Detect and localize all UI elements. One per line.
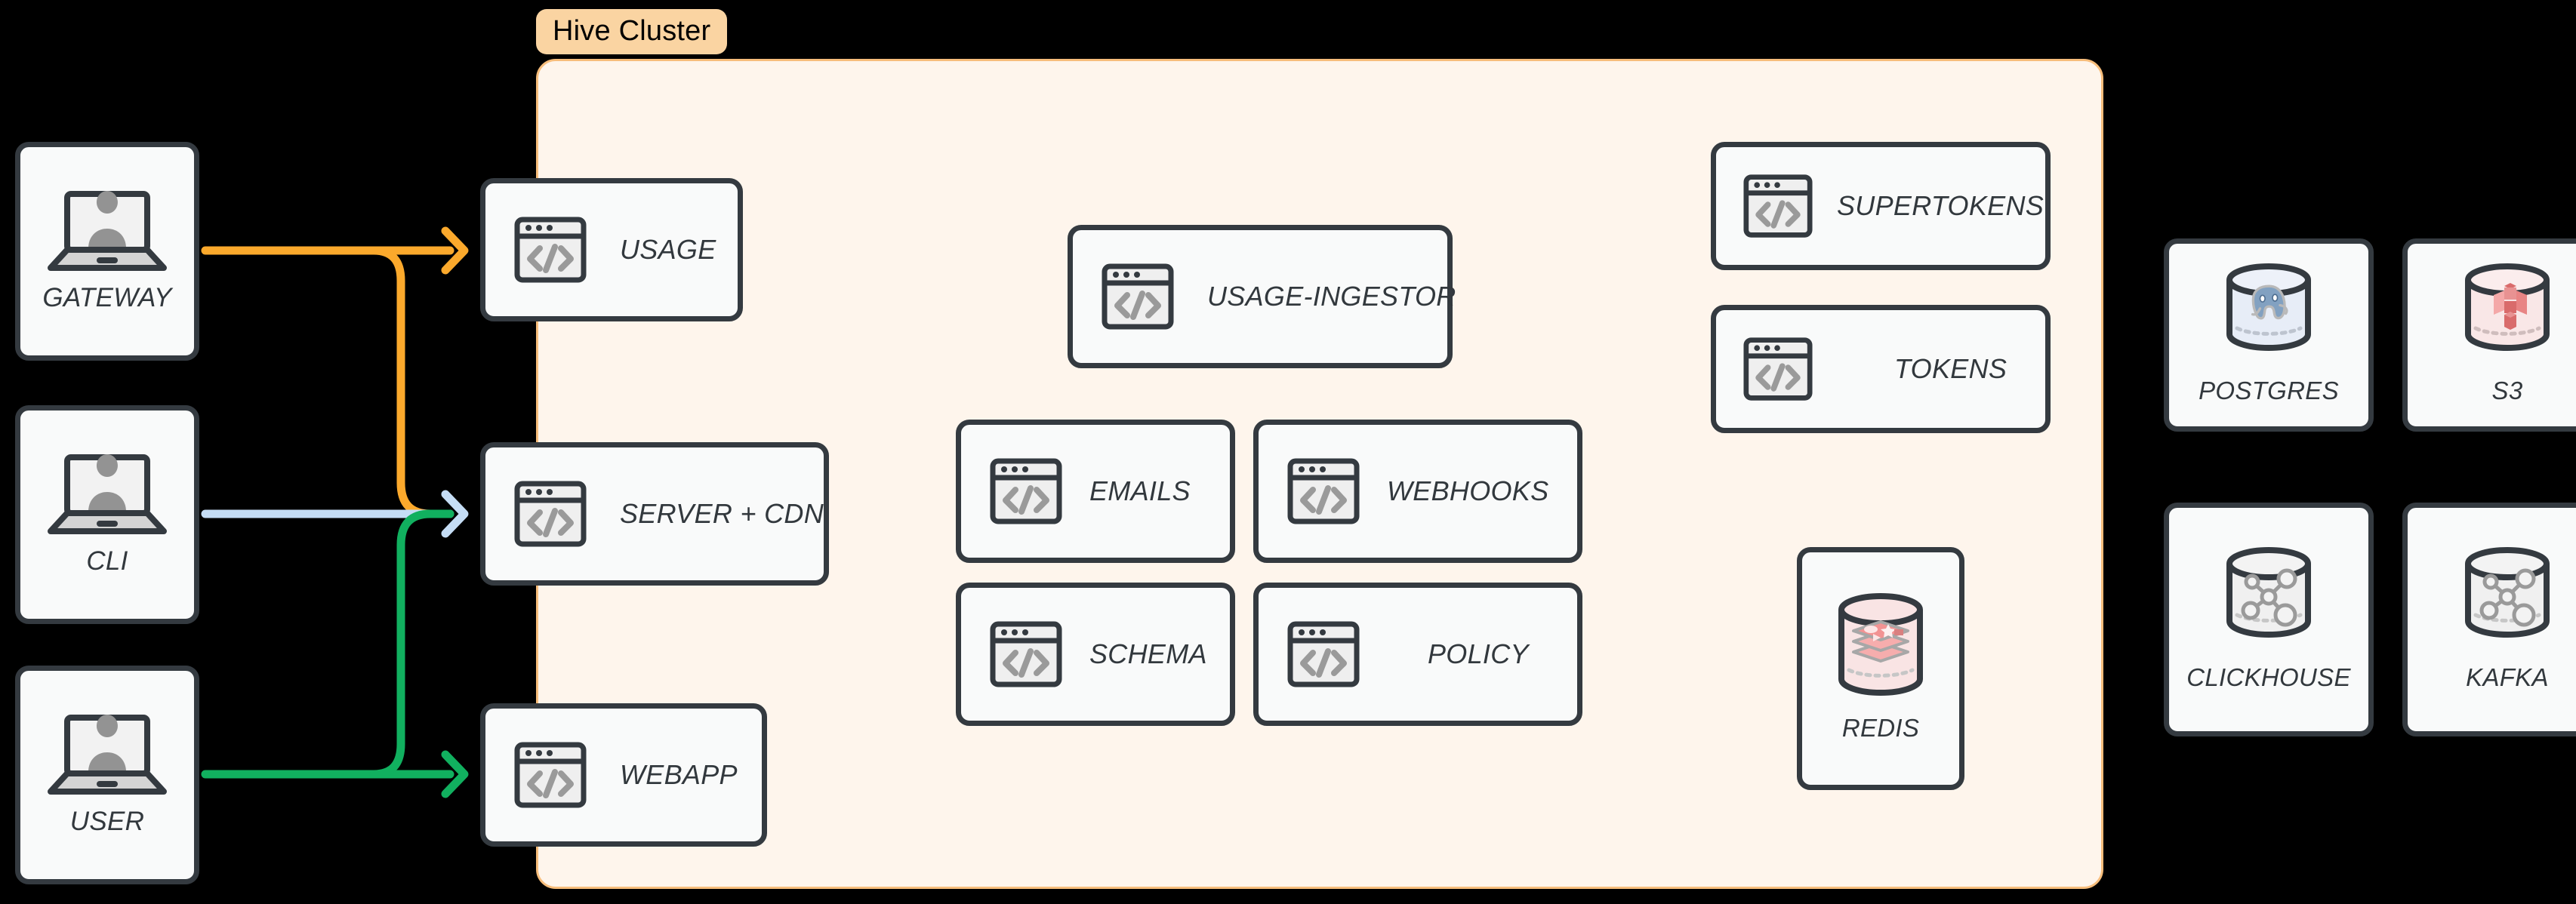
code-window-icon [1743,171,1813,241]
code-window-icon [1287,455,1360,527]
hive-cluster-badge: Hive Cluster [536,9,728,54]
code-window-icon [1743,334,1813,404]
node-server-cdn[interactable]: SERVER + CDN [480,442,829,586]
node-usage-ingestor[interactable]: USAGE-INGESTOR [1068,225,1456,368]
laptop-user-icon [48,189,167,272]
node-usage[interactable]: USAGE [480,178,743,321]
node-label: POLICY [1428,638,1529,669]
laptop-user-icon [48,453,167,536]
laptop-user-icon [48,713,167,796]
node-kafka[interactable]: KAFKA [2402,503,2576,736]
node-clickhouse[interactable]: CLICKHOUSE [2164,503,2374,736]
node-webapp[interactable]: WEBAPP [480,703,767,847]
node-user[interactable]: USER [15,666,199,884]
node-webhooks[interactable]: WEBHOOKS [1253,420,1582,563]
node-label: SCHEMA [1089,638,1207,669]
code-window-icon [514,478,587,550]
node-label: GATEWAY [42,283,172,312]
node-label: KAFKA [2466,663,2549,691]
node-label: CLI [86,546,128,576]
s3-cylinder-icon [2456,263,2559,357]
postgres-cylinder-icon [2217,263,2320,357]
nodegraph-cylinder-icon [2456,547,2559,644]
node-redis[interactable]: REDIS [1797,547,1964,790]
node-label: SUPERTOKENS [1837,190,2044,221]
node-label: SERVER + CDN [620,498,824,529]
node-label: CLICKHOUSE [2186,663,2351,691]
nodegraph-cylinder-icon [2217,547,2320,644]
node-label: POSTGRES [2199,377,2339,404]
code-window-icon [990,455,1062,527]
connector-gateway-to-usage [201,226,469,275]
node-schema[interactable]: SCHEMA [956,583,1235,726]
node-label: TOKENS [1894,353,2007,384]
code-window-icon [1102,260,1174,333]
node-label: USAGE-INGESTOR [1207,281,1456,312]
redis-cylinder-icon [1832,593,1929,696]
node-policy[interactable]: POLICY [1253,583,1582,726]
connector-gateway-to-server-cdn [369,246,450,518]
node-label: USER [69,807,145,836]
node-cli[interactable]: CLI [15,405,199,624]
arrowhead-icon [441,490,469,538]
node-label: S3 [2491,377,2523,404]
arrowhead-icon [441,226,469,275]
node-emails[interactable]: EMAILS [956,420,1235,563]
node-label: USAGE [620,234,716,265]
node-gateway[interactable]: GATEWAY [15,142,199,361]
code-window-icon [990,618,1062,690]
node-label: WEBHOOKS [1387,475,1549,506]
code-window-icon [514,739,587,811]
code-window-icon [514,214,587,286]
connector-user-to-server-cdn [369,509,454,779]
node-s3[interactable]: S3 [2402,238,2576,432]
node-tokens[interactable]: TOKENS [1711,305,2051,433]
code-window-icon [1287,618,1360,690]
connector-user-to-webapp [201,750,469,798]
node-postgres[interactable]: POSTGRES [2164,238,2374,432]
node-label: EMAILS [1089,475,1191,506]
connector-cli-to-server-cdn [201,490,469,538]
arrowhead-icon [441,750,469,798]
node-label: REDIS [1841,714,1920,742]
node-supertokens[interactable]: SUPERTOKENS [1711,142,2051,270]
node-label: WEBAPP [620,759,738,790]
